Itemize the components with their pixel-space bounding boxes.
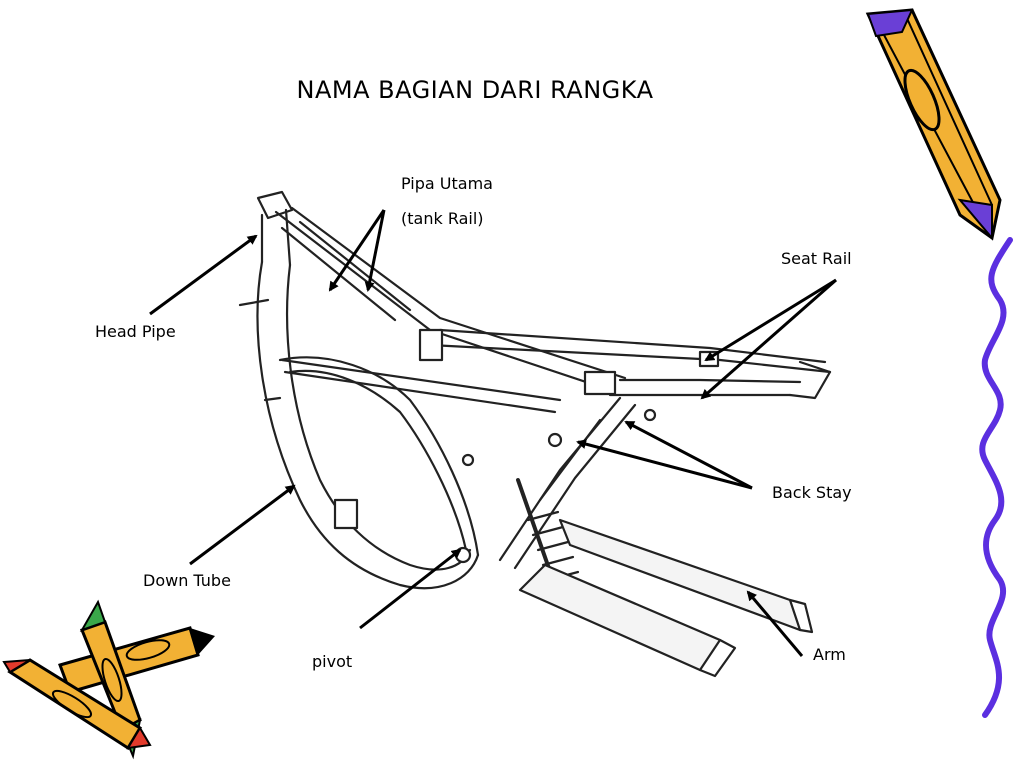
label-head-pipe: Head Pipe bbox=[95, 322, 176, 341]
arrow-down-tube bbox=[189, 484, 296, 566]
arrow-head-pipe bbox=[149, 234, 258, 316]
arrow-pipa-utama-1 bbox=[328, 209, 386, 292]
label-back-stay: Back Stay bbox=[772, 483, 852, 502]
arrow-seat-rail-1 bbox=[704, 278, 837, 362]
crayon-icon bbox=[2, 599, 215, 760]
diagram-title: NAMA BAGIAN DARI RANGKA bbox=[296, 76, 654, 104]
label-pipa-utama-line2: (tank Rail) bbox=[401, 209, 484, 228]
arrow-back-stay-1 bbox=[624, 420, 753, 490]
arrow-seat-rail-2 bbox=[700, 278, 837, 400]
label-down-tube: Down Tube bbox=[143, 571, 231, 590]
wavy-border-decoration bbox=[979, 237, 1013, 718]
arrow-back-stay-2 bbox=[576, 439, 753, 490]
label-pivot: pivot bbox=[312, 652, 353, 671]
pencil-icon bbox=[865, 8, 1002, 241]
arrow-pivot bbox=[359, 548, 462, 630]
frame-drawing bbox=[238, 190, 832, 678]
label-arm: Arm bbox=[813, 645, 846, 664]
label-seat-rail: Seat Rail bbox=[781, 249, 852, 268]
arrow-pipa-utama-2 bbox=[364, 209, 386, 292]
arrow-arm bbox=[746, 590, 804, 657]
label-pipa-utama-line1: Pipa Utama bbox=[401, 174, 493, 193]
